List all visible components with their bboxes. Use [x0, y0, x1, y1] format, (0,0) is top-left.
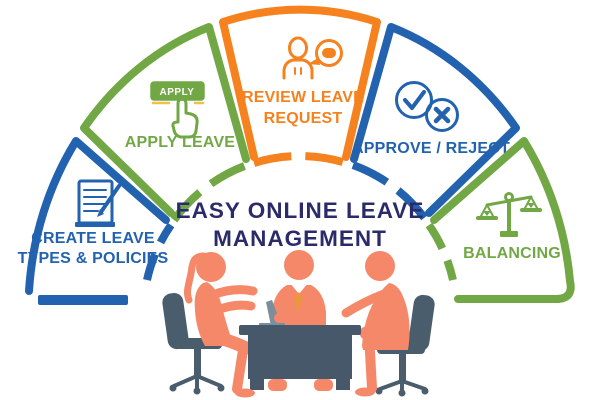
approve-reject-inner-dash-arc: [351, 161, 430, 223]
segment-create-leave: CREATE LEAVE TYPES & POLICIES: [18, 137, 175, 305]
right-man-arm: [341, 289, 389, 318]
balancing-wedge: [430, 137, 575, 303]
review-leave-label-line2: REQUEST: [264, 110, 343, 127]
right-man-torso: [362, 283, 410, 350]
center-man-foot-right: [314, 379, 333, 391]
check-cross-circles-icon: [395, 81, 459, 132]
center-title: EASY ONLINE LEAVE MANAGEMENT: [176, 198, 425, 251]
center-man-head: [284, 250, 314, 280]
meeting-desk: [239, 300, 361, 390]
apply-button-text: APPLY: [160, 87, 195, 98]
center-man-arms: [274, 310, 324, 323]
apply-leave-label: APPLY LEAVE: [125, 134, 236, 151]
apply-leave-wedge: [80, 23, 250, 217]
create-leave-label-line2: TYPES & POLICIES: [18, 250, 169, 267]
left-chair-pole: [194, 349, 201, 376]
apply-leave-inner-dash-arc: [170, 161, 249, 223]
right-chair-pole: [399, 354, 406, 381]
center-man-foot-left: [268, 379, 287, 391]
woman-ponytail: [183, 252, 208, 304]
balancing-inner-dash-arc: [425, 222, 457, 281]
balancing-label: BALANCING: [463, 245, 561, 262]
create-leave-wedge: [25, 137, 170, 295]
segment-approve-reject: APPROVE / REJECT: [350, 23, 520, 223]
title-line1: EASY ONLINE LEAVE: [176, 198, 425, 223]
segment-apply-leave: APPLY APPLY LEAVE: [80, 23, 250, 223]
document-pen-icon: [75, 179, 121, 227]
left-chair-backrest: [162, 293, 189, 350]
center-man-tie: [294, 292, 302, 314]
approve-reject-label: APPROVE / REJECT: [352, 140, 510, 157]
approve-reject-wedge: [350, 23, 520, 217]
arms-front: [208, 285, 389, 323]
person-speech-bubble-icon: [282, 36, 343, 80]
segment-review-leave-request: REVIEW LEAVE REQUEST: [219, 5, 381, 167]
desk-foot-left: [250, 378, 264, 390]
right-man-foot: [355, 387, 375, 397]
review-leave-wedge: [219, 5, 381, 161]
woman-lower-arm: [210, 300, 256, 316]
review-leave-inner-dash-arc: [252, 152, 348, 167]
right-chair-backrest: [408, 294, 435, 351]
desk-body: [248, 335, 352, 379]
woman-upper-arm: [208, 285, 258, 300]
title-line2: MANAGEMENT: [213, 226, 387, 251]
chair-star-bases: [172, 374, 427, 393]
balance-scale-icon: [476, 192, 542, 237]
desk-top: [239, 325, 361, 335]
woman-shin: [232, 345, 248, 394]
woman-head: [196, 252, 226, 282]
people-meeting-illustration: [162, 250, 435, 398]
center-man-collar: [290, 280, 308, 294]
feet-front: [235, 379, 375, 398]
right-man-head: [365, 251, 395, 281]
create-leave-inner-dash-arc: [143, 222, 175, 281]
segment-balancing: BALANCING: [425, 137, 575, 303]
apply-button-click-icon: APPLY: [150, 81, 205, 139]
create-leave-base-bar: [38, 295, 128, 305]
woman-foot: [235, 388, 255, 398]
review-leave-label-line1: REVIEW LEAVE: [242, 89, 364, 106]
create-leave-label-line1: CREATE LEAVE: [31, 230, 155, 247]
desk-foot-right: [336, 378, 350, 390]
